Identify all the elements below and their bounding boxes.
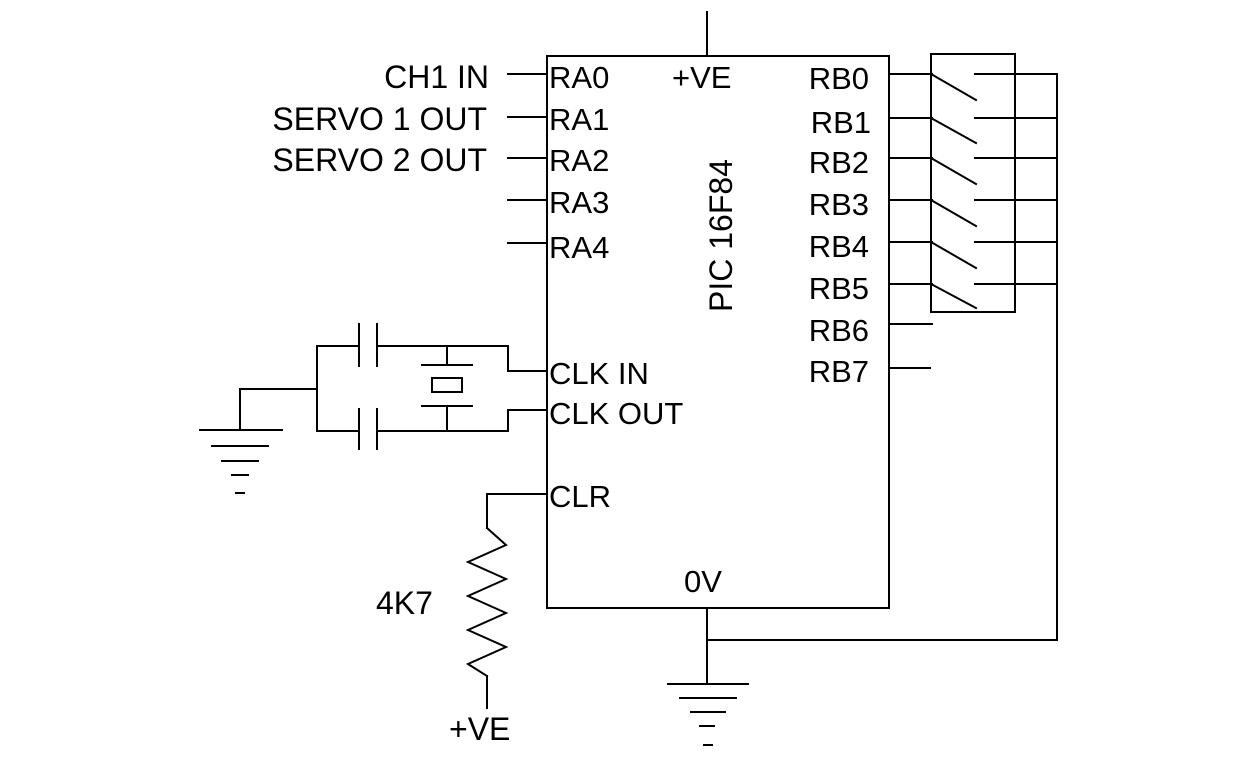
clk-in-wire xyxy=(376,345,548,372)
pin-clr-label: CLR xyxy=(549,479,611,514)
clk-out-wire xyxy=(376,409,548,432)
pin-rb3-label: RB3 xyxy=(809,187,869,222)
resistor-value-label: 4K7 xyxy=(376,585,433,621)
pin-rb1-label: RB1 xyxy=(811,105,871,140)
pullup-resistor xyxy=(465,526,509,678)
clock-ground-symbol xyxy=(199,388,318,494)
pin-clk-in-label: CLK IN xyxy=(549,356,649,391)
reset-circuit: CLR 4K7 +VE xyxy=(376,479,611,747)
upper-capacitor xyxy=(316,323,378,367)
pin-ra3-label: RA3 xyxy=(549,185,609,220)
dip-switch-housing xyxy=(930,53,1016,313)
signal-ch1-in-label: CH1 IN xyxy=(384,59,489,95)
dip-switch-1 xyxy=(929,72,1058,102)
pin-ra2-label: RA2 xyxy=(549,143,609,178)
pin-rb7-label: RB7 xyxy=(809,354,869,389)
pin-rb0-label: RB0 xyxy=(809,61,869,96)
pin-clk-out-label: CLK OUT xyxy=(549,396,683,431)
crystal-symbol xyxy=(421,345,473,432)
port-b-pins: RB0 RB1 RB2 RB3 RB4 RB5 RB6 RB7 xyxy=(809,61,933,389)
clock-circuit: CLK IN CLK OUT xyxy=(199,323,683,494)
dip-switch-4 xyxy=(929,198,1058,228)
dip-switch-bank xyxy=(706,53,1058,641)
lower-capacitor xyxy=(316,408,378,450)
pin-ra1-label: RA1 xyxy=(549,102,609,137)
pin-rb5-label: RB5 xyxy=(809,271,869,306)
pin-rb6-label: RB6 xyxy=(809,313,869,348)
pin-ra4-label: RA4 xyxy=(549,230,609,265)
chip-vdd-label: +VE xyxy=(672,60,731,95)
supply-label-bottom: +VE xyxy=(449,711,510,747)
chip-gnd-label: 0V xyxy=(684,564,722,599)
signal-servo1-out-label: SERVO 1 OUT xyxy=(272,101,487,137)
signal-servo2-out-label: SERVO 2 OUT xyxy=(272,142,487,178)
dip-switch-3 xyxy=(929,156,1058,186)
dip-switch-6 xyxy=(929,282,1058,310)
chip-ground-symbol xyxy=(667,607,749,746)
pin-rb4-label: RB4 xyxy=(809,229,869,264)
clr-wire xyxy=(486,493,548,529)
pin-rb2-label: RB2 xyxy=(809,145,869,180)
pin-ra0-label: RA0 xyxy=(549,60,609,95)
dip-switch-5 xyxy=(929,240,1058,270)
port-a-pins: RA0 RA1 RA2 RA3 RA4 xyxy=(507,60,609,265)
chip-name-label: PIC 16F84 xyxy=(703,159,739,312)
pic-chip-body xyxy=(546,55,890,609)
dip-switch-2 xyxy=(929,116,1058,145)
